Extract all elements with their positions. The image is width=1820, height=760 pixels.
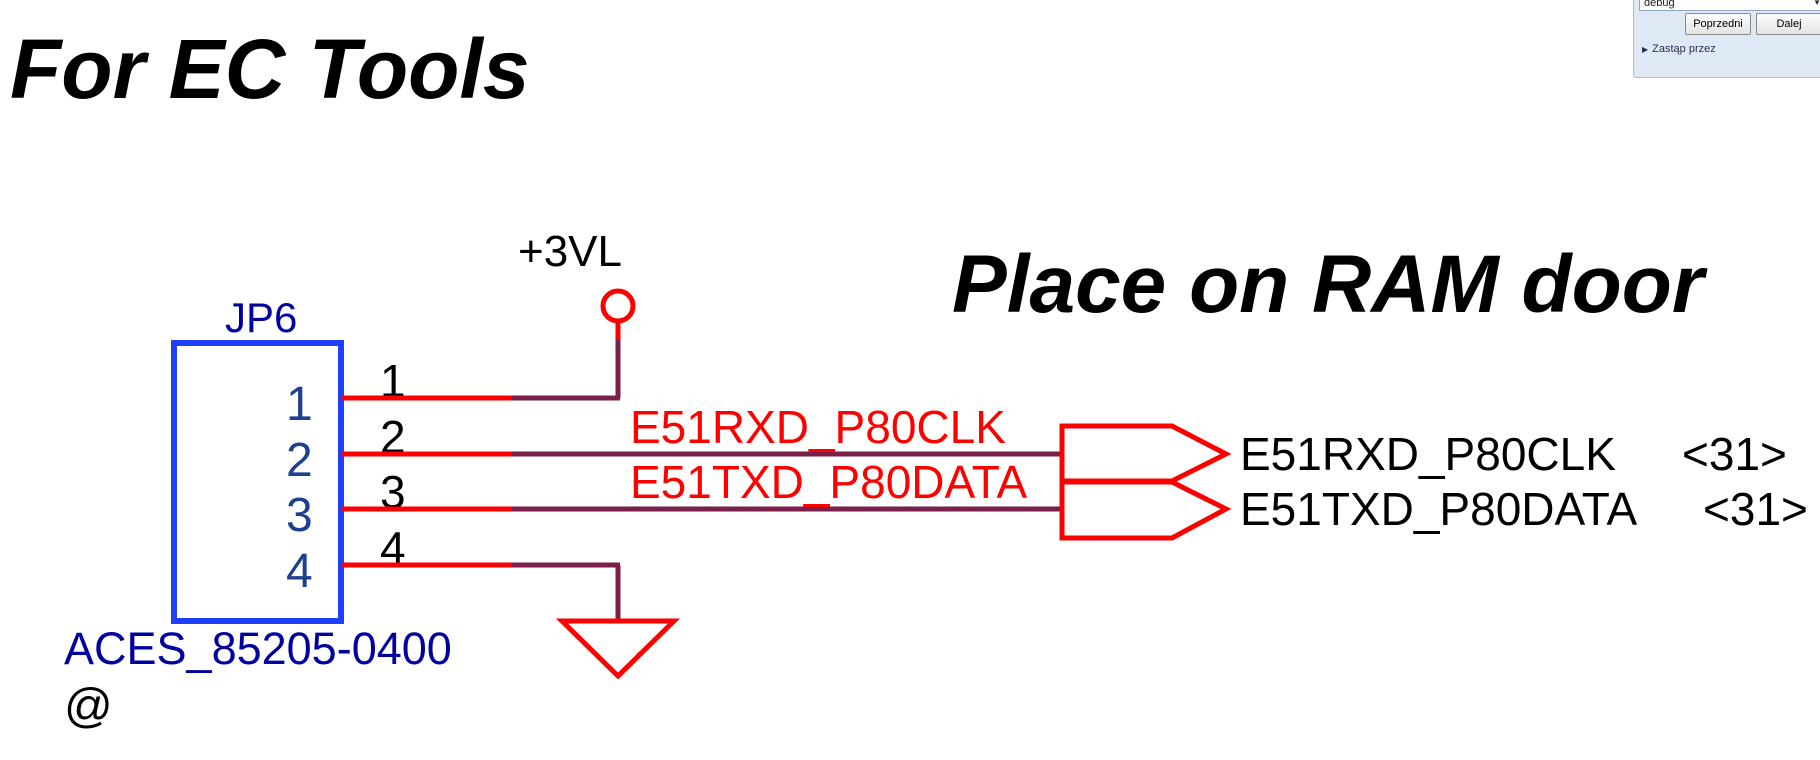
- offpage-connector-rxd: [1059, 423, 1232, 484]
- connector-part-number: ACES_85205-0400: [64, 623, 452, 674]
- assembly-mark: @: [64, 680, 113, 733]
- ground-symbol: [555, 618, 681, 680]
- net-label-rxd: E51RXD_P80CLK: [630, 401, 1006, 453]
- replace-toggle-label: Zastąp przez: [1652, 43, 1716, 55]
- chevron-down-icon[interactable]: ▼: [1813, 0, 1820, 7]
- placement-note: Place on RAM door: [952, 239, 1708, 330]
- offpage-label-rxd: E51RXD_P80CLK: [1240, 428, 1616, 480]
- net-label-txd: E51TXD_P80DATA: [630, 456, 1027, 508]
- pin-number: 3: [286, 489, 313, 542]
- expand-triangle-icon: ▶: [1642, 45, 1649, 54]
- offpage-connector-txd: [1059, 479, 1232, 541]
- schematic-title: For EC Tools: [10, 22, 530, 116]
- connector-refdes: JP6: [225, 294, 297, 341]
- pin-number: 2: [286, 434, 313, 487]
- power-symbol: [600, 288, 636, 324]
- search-combobox[interactable]: debug ▼: [1639, 0, 1820, 11]
- pin-number: 1: [286, 378, 313, 431]
- find-dialog: debug ▼ Poprzedni Dalej ▶Zastąp przez: [1633, 0, 1820, 78]
- previous-button[interactable]: Poprzedni: [1685, 13, 1751, 35]
- next-button[interactable]: Dalej: [1756, 13, 1820, 35]
- offpage-ref-rxd: <31>: [1682, 428, 1787, 480]
- pin-number: 4: [286, 545, 313, 598]
- replace-toggle[interactable]: ▶Zastąp przez: [1642, 43, 1716, 55]
- offpage-label-txd: E51TXD_P80DATA: [1240, 483, 1637, 535]
- search-value: debug: [1644, 0, 1675, 9]
- offpage-ref-txd: <31>: [1703, 483, 1808, 535]
- connector-body: [171, 340, 344, 624]
- power-net-label: +3VL: [518, 227, 622, 276]
